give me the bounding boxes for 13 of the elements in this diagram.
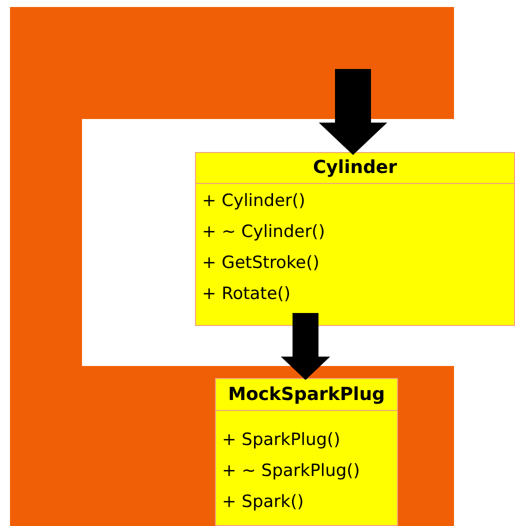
- method-text: + Spark(): [222, 491, 305, 514]
- method-text: + ~ Cylinder(): [202, 221, 326, 244]
- method-text: + Rotate(): [202, 283, 292, 306]
- class-box: [215, 378, 398, 526]
- class-box: [195, 152, 515, 326]
- block-arrow: [318, 69, 388, 155]
- method-text: + ~ SparkPlug(): [222, 460, 361, 483]
- method-text: + Cylinder(): [202, 190, 306, 213]
- method-text: + SparkPlug(): [222, 429, 342, 452]
- class-name: Cylinder: [312, 159, 398, 177]
- method-text: + GetStroke(): [202, 252, 320, 275]
- class-name: MockSparkPlug: [228, 386, 385, 404]
- block-arrow: [280, 313, 330, 380]
